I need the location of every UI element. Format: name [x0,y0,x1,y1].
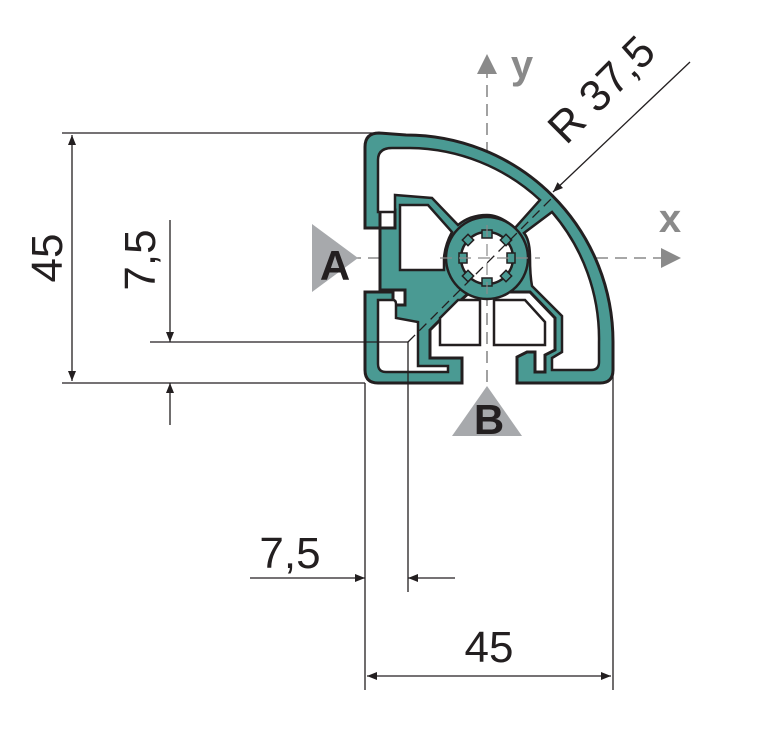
cavity-lower-right [492,298,547,347]
dimension-radius-label: R 37,5 [539,27,665,153]
x-axis-label: x [659,197,681,241]
dimension-height: 45 [23,132,380,384]
dimension-height-label: 45 [23,234,72,283]
cavity-bottom-left [376,298,450,374]
dimension-offset-horizontal-label: 7,5 [259,529,320,578]
cavity-top [376,146,542,230]
dimension-offset-horizontal: 7,5 [250,342,455,690]
slot-label-a: A [320,242,350,289]
aluminium-profile [363,131,615,385]
dimension-offset-vertical-label: 7,5 [116,229,165,290]
y-axis-label: y [511,43,534,87]
cavity-right [522,210,601,372]
dimension-width-label: 45 [465,623,514,672]
dimension-offset-vertical: 7,5 [116,220,408,425]
dimension-width: 45 [367,372,614,690]
cavity-lower-mid [438,298,482,347]
slot-label-b: B [474,396,504,443]
cavity-left-upper [398,203,454,272]
dimension-radius: R 37,5 [539,27,691,193]
slot-marker-a: A [312,224,358,292]
slot-marker-b: B [452,386,522,443]
